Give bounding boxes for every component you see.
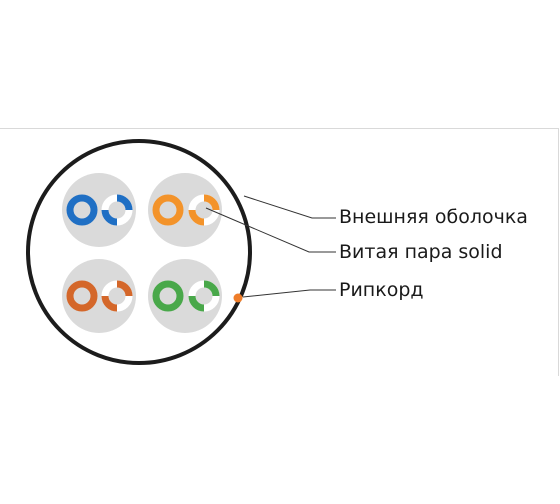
pair-orange-background — [148, 173, 222, 247]
pair-orange — [148, 173, 222, 247]
pair-green — [148, 259, 222, 333]
pair-green-stripe-1 — [203, 280, 220, 297]
pair-blue — [62, 173, 136, 247]
pair-brown-stripe-2 — [101, 295, 118, 312]
outer-sheath — [26, 139, 252, 365]
pair-brown-stripe-1 — [116, 280, 133, 297]
label-ripcord: Рипкорд — [339, 279, 424, 301]
pair-orange-solid-wire — [152, 194, 184, 226]
leader-line-ripcord — [242, 289, 336, 298]
ripcord — [233, 293, 243, 303]
pair-green-solid-wire — [152, 280, 184, 312]
pair-brown — [62, 259, 136, 333]
pair-blue-solid-wire — [66, 194, 98, 226]
pair-blue-stripe-1 — [116, 194, 133, 211]
leader-line-twisted-pair — [205, 207, 336, 253]
pair-brown-background — [62, 259, 136, 333]
label-twisted-pair: Витая пара solid — [339, 241, 503, 263]
pair-blue-stripe-2 — [101, 209, 118, 226]
pair-green-stripe-2 — [188, 295, 205, 312]
pair-brown-solid-wire — [66, 280, 98, 312]
pair-orange-stripe-1 — [203, 194, 220, 211]
pair-orange-stripe-2 — [188, 209, 205, 226]
label-outer-sheath: Внешняя оболочка — [339, 206, 528, 228]
pair-green-background — [148, 259, 222, 333]
leader-line-outer-sheath — [243, 195, 336, 219]
pair-blue-background — [62, 173, 136, 247]
